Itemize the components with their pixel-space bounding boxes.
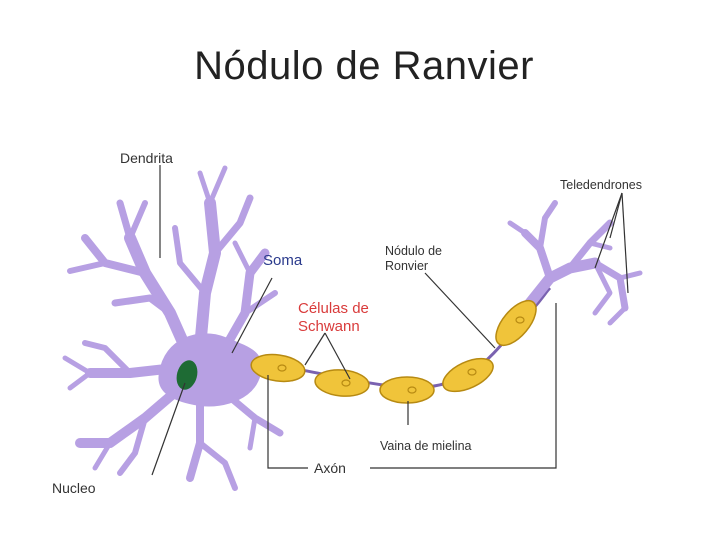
dendrites [62,165,284,491]
myelin-sheath [250,299,537,404]
label-celulas-line2: Schwann [298,318,360,335]
nucleus [176,360,198,390]
schwann-nuclei [277,316,525,394]
label-nodulo-line1: Nódulo de [385,244,442,258]
label-dendrita: Dendrita [120,150,173,166]
slide-title: Nódulo de Ranvier [194,44,534,88]
schwann-cell [442,357,494,393]
label-nucleo: Nucleo [52,480,96,496]
label-axon: Axón [314,460,346,476]
diagram-background [50,143,680,505]
schwann-cell [495,299,537,347]
label-vaina: Vaina de mielina [380,439,472,453]
pointer-lines [151,165,629,476]
schwann-cell [379,376,435,404]
label-teledendrones: Teledendrones [560,178,642,192]
neuron-diagram: Dendrita Soma Nódulo de Ronvier Células … [50,143,680,505]
label-celulas-line1: Células de [298,300,369,317]
label-nodulo-line2: Ronvier [385,259,428,273]
telodendria [507,200,643,326]
label-soma: Soma [263,252,303,269]
